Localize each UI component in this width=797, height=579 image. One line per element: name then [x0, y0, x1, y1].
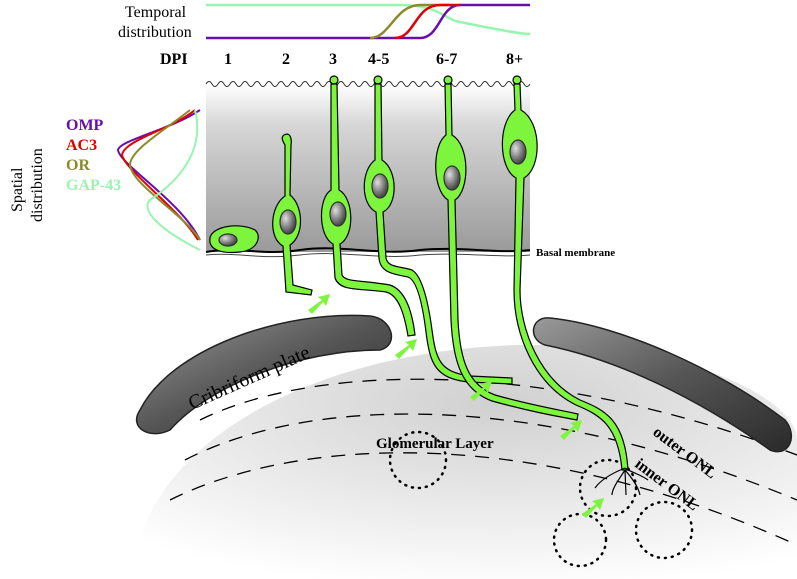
dpi-stage-1: 1: [224, 51, 232, 68]
dpi-stage-6-7: 6-7: [436, 51, 457, 68]
arrow-5: [582, 498, 604, 518]
arrow-2: [395, 339, 417, 359]
legend-gap43: GAP-43: [66, 177, 121, 194]
legend-or: OR: [66, 157, 90, 174]
neuron-stage-4-5: [363, 75, 513, 385]
arrow-4: [560, 420, 582, 440]
temporal-title-line2: distribution: [118, 24, 192, 41]
spatial-title-line1: Spatial: [9, 167, 26, 212]
arrow-1: [308, 294, 330, 314]
growth-arrows: [308, 294, 604, 518]
neuron-stage-8-plus: [501, 75, 649, 496]
temporal-title-line1: Temporal: [125, 4, 187, 21]
neurons: [209, 75, 649, 496]
dpi-stage-3: 3: [329, 51, 337, 68]
legend-ac3: AC3: [66, 137, 97, 154]
glomerular-layer-label: Glomerular Layer: [376, 436, 494, 452]
dpi-stage-4-5: 4-5: [368, 51, 389, 68]
arrow-3: [470, 381, 492, 401]
neuron-stage-1: [209, 225, 259, 254]
basal-membrane-line: [205, 247, 531, 253]
neuron-stage-6-7: [435, 75, 579, 421]
legend-omp: OMP: [66, 117, 104, 134]
dpi-stage-8-plus: 8+: [506, 51, 523, 68]
dpi-label: DPI: [160, 51, 188, 68]
spatial-curves: [116, 109, 201, 251]
olfactory-bulb: [133, 344, 797, 579]
cribriform-plate: [135, 314, 793, 453]
dpi-stage-2: 2: [282, 51, 290, 68]
neuron-stage-2: [272, 133, 313, 296]
spatial-title-line2: distribution: [29, 148, 46, 222]
glomeruli: [388, 430, 694, 568]
temporal-curves: [206, 3, 531, 40]
basal-membrane-label: Basal membrane: [536, 247, 615, 259]
neuron-stage-3: [320, 75, 416, 337]
